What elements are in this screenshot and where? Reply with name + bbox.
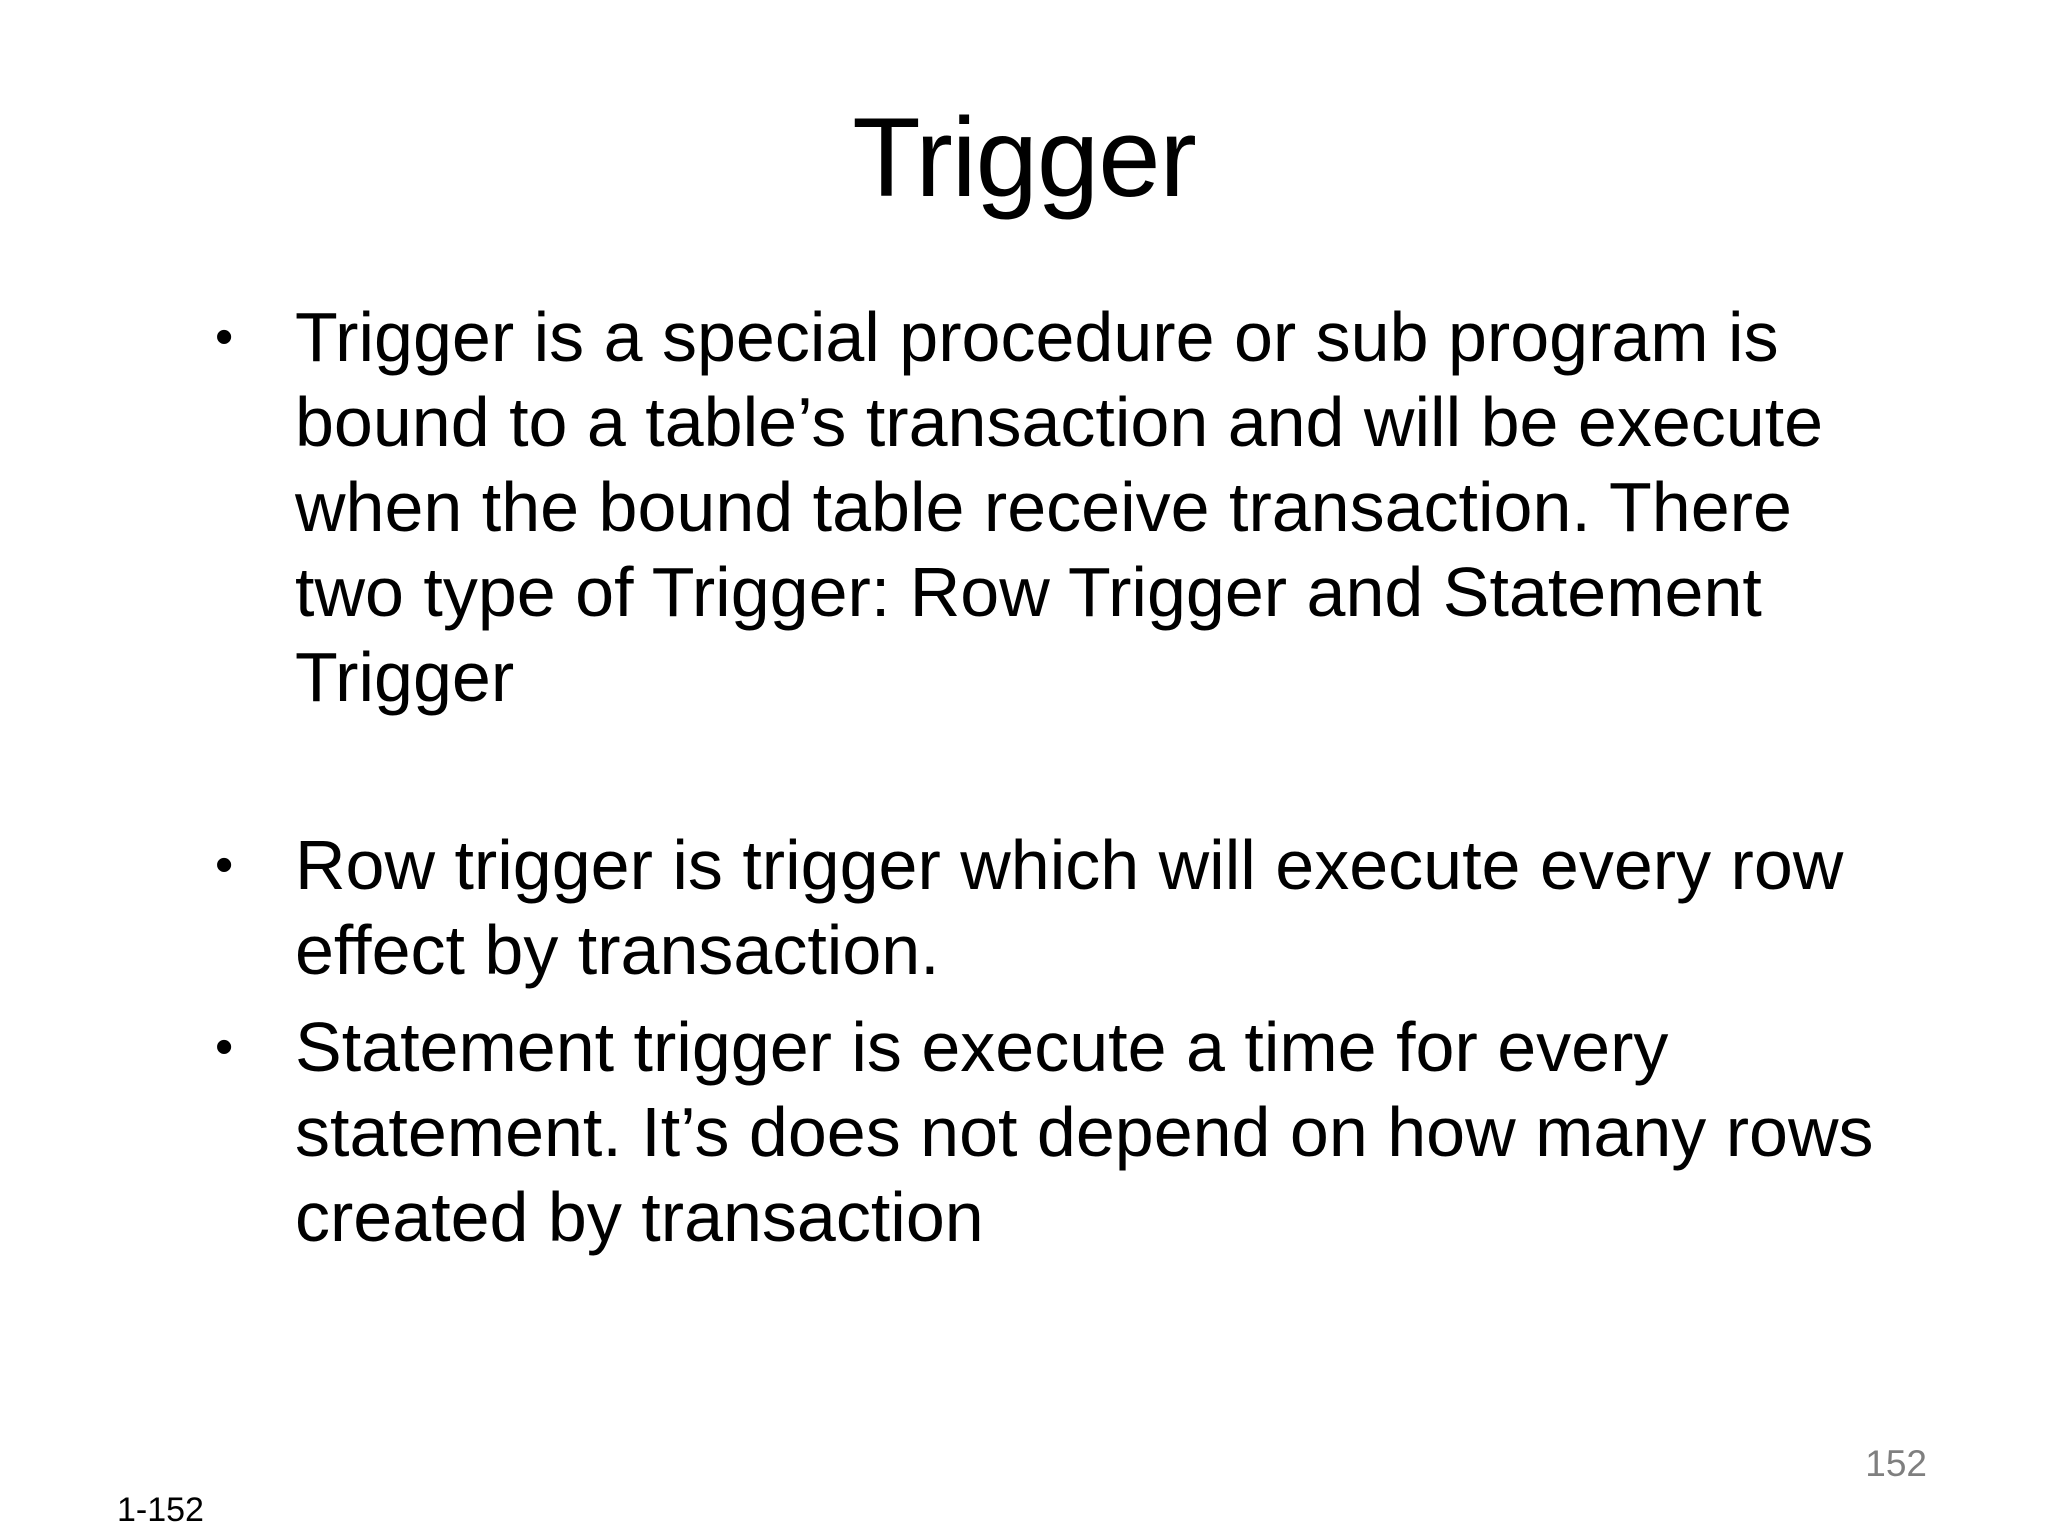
bullet-text: Row trigger is trigger which will execut… (295, 826, 1844, 989)
bullet-dot-icon (215, 295, 275, 380)
page-number: 152 (1865, 1443, 1927, 1484)
bullet-dot-icon (215, 1005, 275, 1090)
bullet-text: Trigger is a special procedure or sub pr… (295, 298, 1824, 716)
bullet-text: Statement trigger is execute a time for … (295, 1008, 1874, 1256)
bullet-dot-icon (215, 823, 275, 908)
bullet-item: Row trigger is trigger which will execut… (215, 823, 1883, 993)
bullet-item: Trigger is a special procedure or sub pr… (215, 295, 1883, 720)
slide-title: Trigger (852, 95, 1197, 220)
bullet-list: Trigger is a special procedure or sub pr… (215, 295, 1883, 1260)
bullet-item: Statement trigger is execute a time for … (215, 1005, 1883, 1260)
slide-number: 1-152 (117, 1491, 204, 1529)
